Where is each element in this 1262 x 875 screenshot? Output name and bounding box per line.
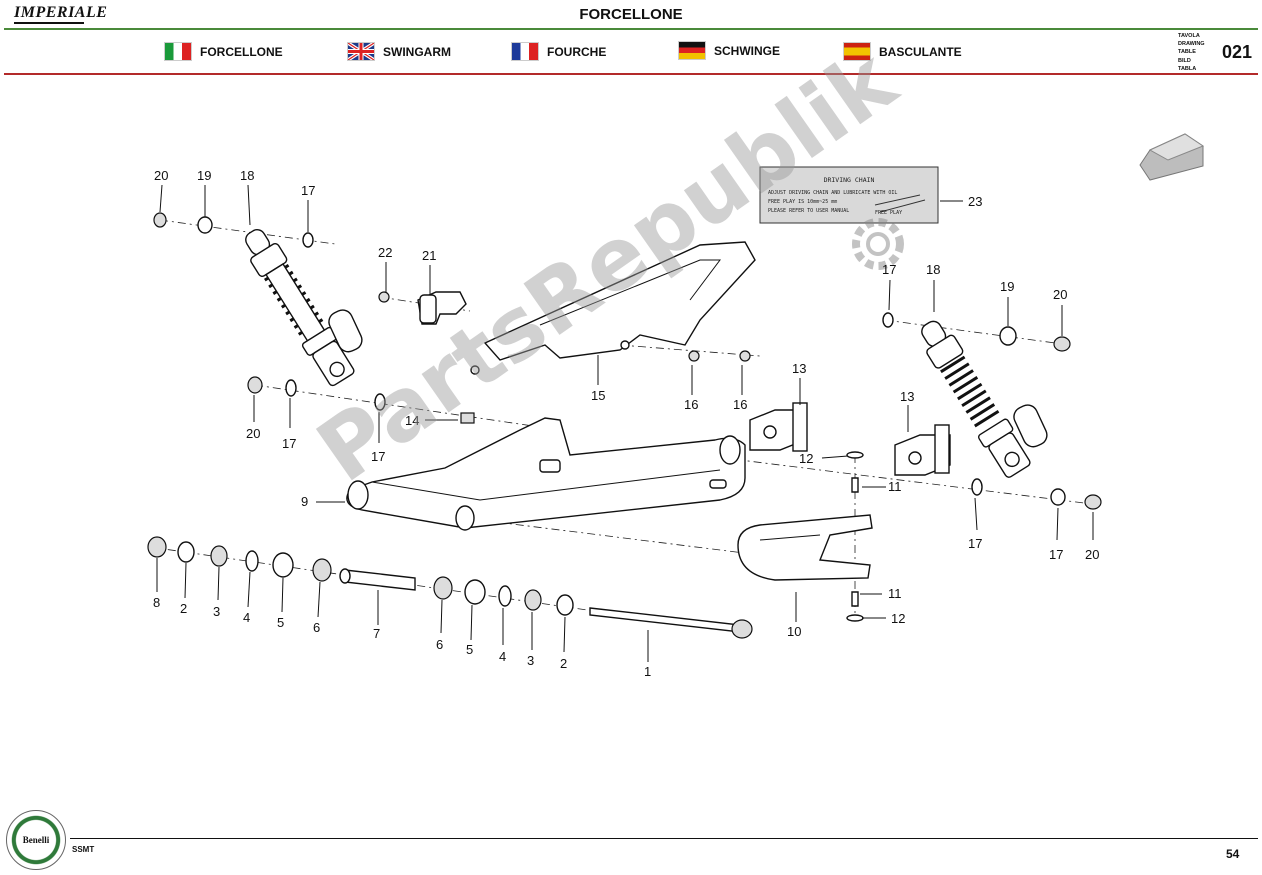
callout-18: 18 [926,262,940,277]
flag-es-icon [843,42,871,61]
svg-text:FREE PLAY IS 10mm~25 mm: FREE PLAY IS 10mm~25 mm [768,199,837,205]
page-title: FORCELLONE [579,6,683,23]
callout-leaders [156,184,1094,662]
flag-de-icon [678,41,706,60]
bolt-part-11-lower [851,591,859,607]
front-direction-arrow-icon [1139,133,1205,181]
callout-6: 6 [436,637,443,652]
svg-text:FREE PLAY: FREE PLAY [875,210,902,216]
callout-16: 16 [684,397,698,412]
chain-decal-part-23: DRIVING CHAIN ADJUST DRIVING CHAIN AND L… [759,166,939,224]
chain-guard-part-15 [470,241,756,375]
callout-2: 2 [180,601,187,616]
brand-logo: IMPERIALE [14,4,108,21]
callout-19: 19 [197,168,211,183]
callout-11: 11 [888,479,902,494]
page-header: IMPERIALE FORCELLONE FORCELLONE SWINGARM… [0,0,1262,80]
callout-17: 17 [882,262,896,277]
callout-17: 17 [1049,547,1063,562]
language-item-de: SCHWINGE [678,41,780,60]
language-label-en: SWINGARM [383,44,451,59]
bolt-part-11-upper [851,477,859,493]
callout-20: 20 [246,426,260,441]
callout-14: 14 [405,413,419,428]
svg-text:DRIVING CHAIN: DRIVING CHAIN [824,176,875,184]
callout-11: 11 [888,586,902,601]
language-label-it: FORCELLONE [200,44,283,59]
block-part-14 [460,412,475,424]
callout-5: 5 [466,642,473,657]
callout-23: 23 [968,194,982,209]
brand-underline [14,22,84,24]
callout-2: 2 [560,656,567,671]
flag-fr-icon [511,42,539,61]
callout-9: 9 [301,494,308,509]
callout-17: 17 [968,536,982,551]
callout-13: 13 [792,361,806,376]
callout-12: 12 [891,611,905,626]
callout-8: 8 [153,595,160,610]
callout-17: 17 [282,436,296,451]
callout-3: 3 [213,604,220,619]
callout-22: 22 [378,245,392,260]
chain-adjuster-left [749,402,808,452]
callout-20: 20 [1053,287,1067,302]
callout-20: 20 [1085,547,1099,562]
language-item-en: SWINGARM [347,42,451,61]
callout-13: 13 [900,389,914,404]
callout-16: 16 [733,397,747,412]
language-item-fr: FOURCHE [511,42,606,61]
svg-text:PLEASE REFER TO USER MANUAL: PLEASE REFER TO USER MANUAL [768,208,849,214]
chain-adjuster-right [894,424,951,476]
callout-20: 20 [154,168,168,183]
callout-17: 17 [301,183,315,198]
callout-21: 21 [422,248,436,263]
left-shock-absorber [153,212,386,411]
callout-4: 4 [499,649,506,664]
callout-3: 3 [527,653,534,668]
language-item-es: BASCULANTE [843,42,962,61]
bracket-part-21 [378,291,467,325]
chain-slider-part-10 [737,514,873,581]
gear-watermark-icon [852,218,904,270]
callout-6: 6 [313,620,320,635]
flag-it-icon [164,42,192,61]
callout-10: 10 [787,624,801,639]
washer-part-12-upper [846,451,864,459]
washer-part-12-lower [846,614,864,622]
benelli-logo: Benelli [6,810,66,870]
swingarm-part-9 [346,417,746,531]
callout-17: 17 [371,449,385,464]
callout-19: 19 [1000,279,1014,294]
callout-5: 5 [277,615,284,630]
flag-uk-icon [347,42,375,61]
pivot-axle-part-1 [589,607,741,633]
language-label-es: BASCULANTE [879,44,962,59]
callout-4: 4 [243,610,250,625]
pivot-parts-row [147,536,753,639]
callout-15: 15 [591,388,605,403]
table-number: 021 [1222,42,1253,62]
callout-18: 18 [240,168,254,183]
callout-1: 1 [644,664,651,679]
page-number: 54 [1226,847,1240,861]
footer-model-code: SSMT [72,845,95,854]
language-label-fr: FOURCHE [547,44,607,59]
callout-numbers: 20 19 18 17 22 21 20 17 17 14 15 16 16 9… [153,168,1099,679]
language-label-de: SCHWINGE [714,43,780,58]
callout-12: 12 [799,451,813,466]
footer-divider [70,838,1258,839]
header-divider-green [4,28,1258,30]
exploded-parts-diagram: DRIVING CHAIN ADJUST DRIVING CHAIN AND L… [147,133,1205,679]
callout-7: 7 [373,626,380,641]
svg-text:ADJUST DRIVING CHAIN AND LUBRI: ADJUST DRIVING CHAIN AND LUBRICATE WITH … [768,190,897,196]
right-shock-absorber [882,312,1102,510]
table-reference-labels: TAVOLA DRAWING TABLE BILD TABLA [1178,33,1205,72]
header-divider-red [4,73,1258,75]
language-item-it: FORCELLONE [164,42,283,61]
